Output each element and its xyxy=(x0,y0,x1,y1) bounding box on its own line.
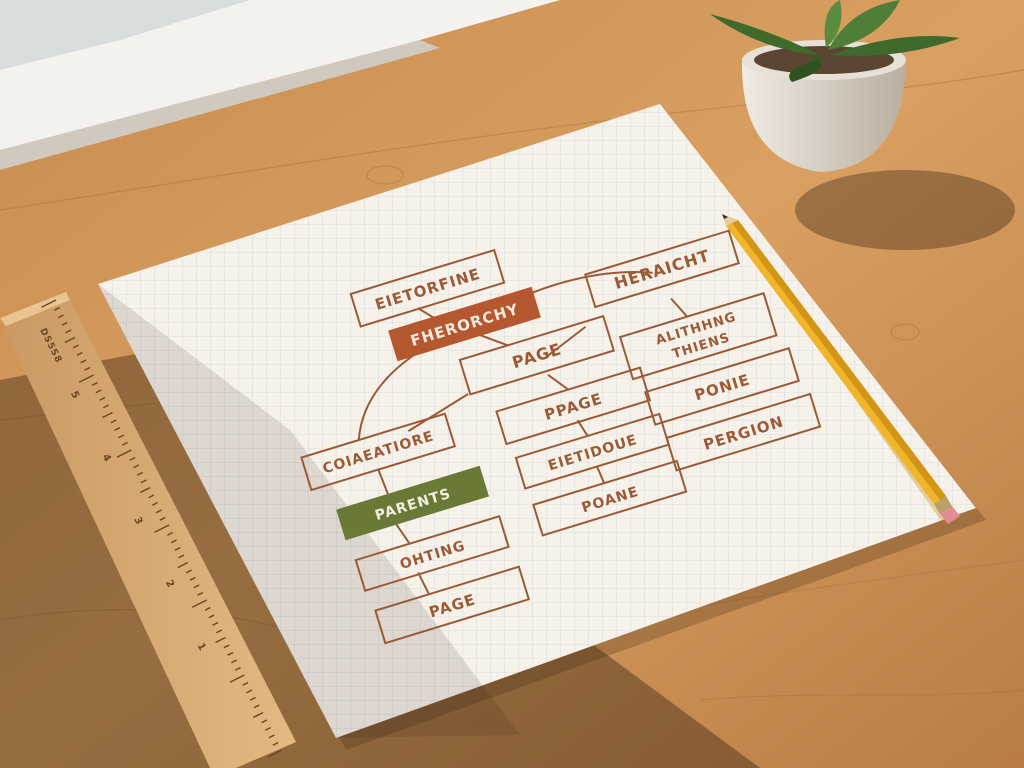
ruler-tick xyxy=(155,509,162,514)
ruler-tick xyxy=(178,554,185,559)
ruler-tick xyxy=(139,486,151,494)
ruler-tick xyxy=(246,689,253,694)
ruler-tick xyxy=(84,366,91,371)
ruler-tick xyxy=(65,329,72,334)
ruler-tick xyxy=(170,539,177,544)
ruler-tick xyxy=(102,411,113,419)
ruler-tick xyxy=(110,419,117,424)
ruler-tick xyxy=(185,569,192,574)
ruler-tick xyxy=(252,711,264,719)
ruler-tick xyxy=(177,561,189,569)
ruler-tick xyxy=(129,456,136,461)
ruler-tick xyxy=(204,606,211,611)
ruler-tick xyxy=(231,659,238,664)
ruler-tick xyxy=(216,629,223,634)
ruler-tick xyxy=(140,479,147,484)
ruler-tick xyxy=(212,621,219,626)
ruler-tick xyxy=(261,719,268,724)
potted-plant xyxy=(710,0,1015,250)
ruler-tick xyxy=(253,704,260,709)
ruler-tick xyxy=(61,321,68,326)
ruler-tick xyxy=(99,396,106,401)
ruler-tick xyxy=(264,726,272,731)
pencil xyxy=(722,214,960,524)
ruler-tick xyxy=(159,516,166,521)
ruler-tick xyxy=(268,734,275,739)
ruler-tick xyxy=(118,434,125,439)
ruler-tick xyxy=(136,471,143,476)
ruler-tick xyxy=(121,441,128,446)
ruler-tick xyxy=(249,696,256,701)
ruler-tick xyxy=(154,524,170,533)
ruler-tick xyxy=(242,681,249,686)
ruler-tick xyxy=(72,344,79,349)
ruler-tick xyxy=(54,306,61,311)
ruler-tick xyxy=(41,299,57,308)
ruler-tick xyxy=(267,749,283,758)
ruler-tick xyxy=(78,374,94,383)
ruler-tick xyxy=(174,546,181,551)
ruler-tick xyxy=(64,336,76,344)
ruler-tick xyxy=(167,531,174,536)
ruler-tick xyxy=(133,464,140,469)
ruler-tick xyxy=(80,359,87,364)
ruler-tick xyxy=(191,599,207,608)
ruler-tick xyxy=(151,501,159,506)
ruler-tick xyxy=(208,614,215,619)
ruler-tick xyxy=(234,666,241,671)
ruler-tick xyxy=(272,741,279,746)
ruler-tick xyxy=(114,426,121,431)
ruler-tick xyxy=(103,404,110,409)
ruler-tick xyxy=(76,351,83,356)
ruler-tick xyxy=(215,636,226,644)
window-sill xyxy=(0,0,560,170)
ruler-tick xyxy=(197,591,204,596)
ruler-tick xyxy=(223,644,230,649)
ruler-tick xyxy=(57,314,64,319)
ruler-tick xyxy=(116,449,132,458)
ruler-tick xyxy=(229,674,245,683)
ruler-tick xyxy=(227,651,234,656)
ruler-tick xyxy=(95,389,102,394)
ruler-ticks xyxy=(41,299,283,758)
ruler-tick xyxy=(91,381,98,386)
ruler-tick xyxy=(189,576,196,581)
leaves xyxy=(710,0,960,82)
ruler-tick xyxy=(148,494,155,499)
ruler-tick xyxy=(193,584,200,589)
